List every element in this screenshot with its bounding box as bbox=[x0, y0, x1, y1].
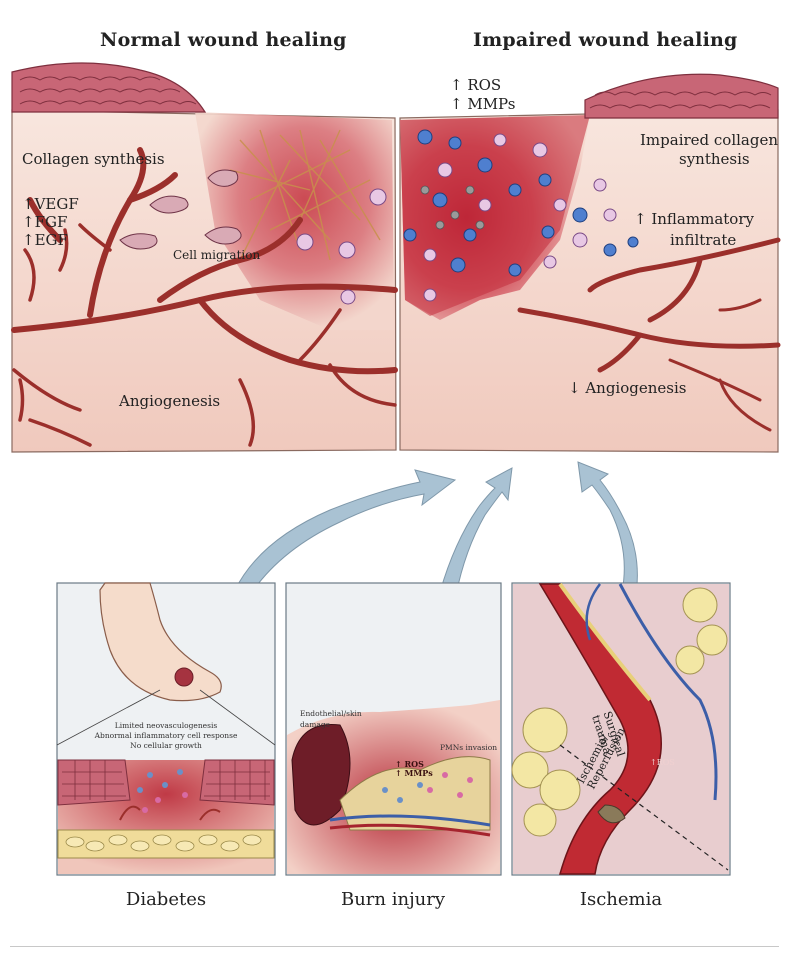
egf-label: ↑EGF bbox=[22, 231, 68, 249]
diabetes-note-1: Limited neovasculogenesis bbox=[114, 721, 218, 730]
impaired-collagen-line1: Impaired collagen bbox=[640, 131, 779, 149]
endothelial-damage-line1: Endothelial/skin bbox=[300, 709, 362, 718]
ischemia-panel bbox=[511, 582, 731, 876]
ischemia-caption: Ischemia bbox=[579, 889, 663, 910]
normal-healing-panel bbox=[11, 62, 398, 453]
inflammatory-line1: ↑ Inflammatory bbox=[634, 210, 754, 228]
impaired-healing-panel bbox=[399, 73, 781, 453]
diabetes-note-3: No cellular growth bbox=[130, 741, 202, 750]
pmn-invasion-label: PMNs invasion bbox=[440, 743, 498, 752]
normal-healing-heading: Normal wound healing bbox=[100, 29, 347, 51]
mmps-label: ↑ MMPs bbox=[450, 95, 516, 113]
cell-migration-label: Cell migration bbox=[173, 248, 261, 262]
vegf-label: ↑VEGF bbox=[22, 195, 79, 213]
fgf-label: ↑FGF bbox=[22, 213, 68, 231]
angiogenesis-label: Angiogenesis bbox=[119, 392, 221, 410]
burn-injury-caption: Burn injury bbox=[340, 889, 446, 910]
diabetes-note-2: Abnormal inflammatory cell response bbox=[94, 731, 238, 740]
burn-panel bbox=[285, 582, 502, 876]
ros-label: ↑ ROS bbox=[450, 76, 502, 94]
burn-mmps-label: ↑ MMPs bbox=[395, 768, 433, 778]
collagen-synthesis-label: Collagen synthesis bbox=[22, 150, 165, 168]
impaired-healing-heading: Impaired wound healing bbox=[473, 29, 738, 51]
bottom-divider bbox=[10, 946, 779, 947]
arrows bbox=[234, 461, 638, 596]
endothelial-damage-line2: damage bbox=[300, 720, 331, 729]
reduced-angiogenesis-label: ↓ Angiogenesis bbox=[568, 379, 687, 397]
inflammatory-line2: infiltrate bbox=[670, 231, 737, 249]
diabetes-panel bbox=[56, 582, 276, 876]
burn-ros-label: ↑ ROS bbox=[395, 759, 424, 769]
ischemia-ros-label: ↑ROS bbox=[650, 758, 675, 767]
impaired-collagen-line2: synthesis bbox=[679, 150, 750, 168]
diabetes-caption: Diabetes bbox=[125, 889, 207, 910]
